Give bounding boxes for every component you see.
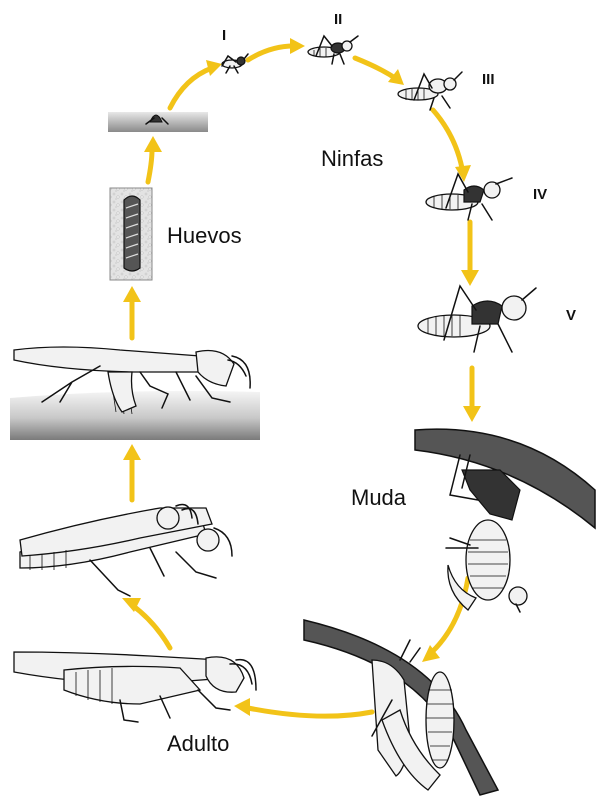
arrow-head: [144, 136, 162, 152]
arrow-head: [290, 38, 305, 54]
egg-pod-icon: [110, 188, 152, 280]
emerging-adult-icon: [372, 640, 454, 790]
arrow-nymph3-to-nymph4: [433, 110, 462, 168]
grasshopper-nymph-icon: [398, 72, 462, 110]
arrow-emerge-to-adult: [248, 708, 372, 716]
arrow-head: [123, 444, 141, 460]
arrow-eggs-to-soil: [148, 150, 152, 182]
molt-label: Muda: [351, 485, 407, 510]
eggs-label: Huevos: [167, 223, 242, 248]
grasshopper-nymph-icon: [308, 36, 358, 64]
stage-label-iii: III: [482, 71, 495, 88]
stage-label-i: I: [222, 27, 226, 44]
arrow-nymph1-to-nymph2: [248, 46, 294, 60]
stage-label-v: V: [566, 307, 576, 324]
arrow-head: [123, 286, 141, 302]
arrow-nymph2-to-nymph3: [355, 58, 395, 78]
cycle-arrows: [122, 38, 481, 716]
molting-grasshopper-icon: [446, 455, 527, 612]
mating-pair-icon: [20, 505, 232, 597]
hatching-soil: [108, 112, 208, 132]
adult-label: Adulto: [167, 731, 229, 756]
nymphs-label: Ninfas: [321, 146, 383, 171]
arrow-head: [234, 698, 250, 716]
arrow-head: [461, 270, 479, 286]
grasshopper-nymph-icon: [222, 54, 248, 73]
egg-laying-scene: [10, 347, 260, 440]
grasshopper-nymph-icon: [418, 286, 536, 352]
arrow-soil-to-nymph1: [170, 68, 212, 108]
arrow-adult-to-mating: [132, 605, 170, 648]
stage-label-ii: II: [334, 11, 342, 28]
arrow-head: [206, 60, 222, 76]
grasshopper-adult-icon: [14, 652, 256, 722]
grasshopper-nymph-icon: [426, 174, 512, 220]
arrow-head: [463, 406, 481, 422]
stage-label-iv: IV: [533, 186, 547, 203]
